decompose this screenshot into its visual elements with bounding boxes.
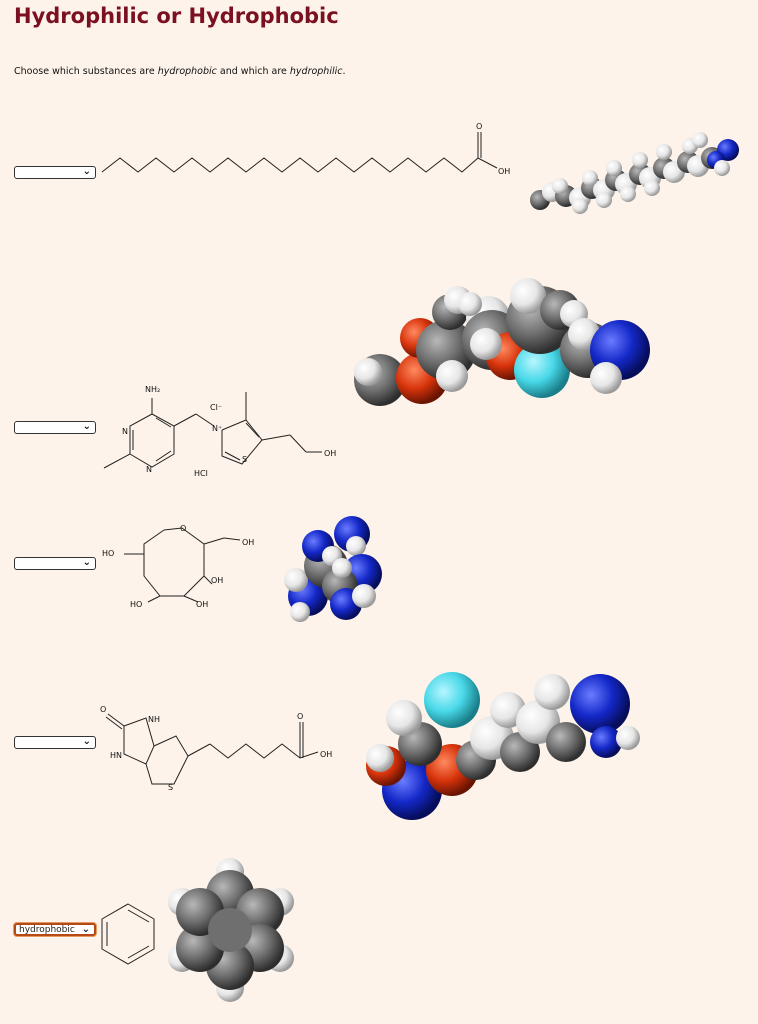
structure-biotin [105,713,319,785]
label-sulfur: S [242,455,247,464]
structure-benzene [101,903,155,965]
label-oxygen: O [100,705,106,714]
page-title: Hydrophilic or Hydrophobic [14,4,339,28]
label-oxygen: O [297,712,303,721]
term-hydrophobic: hydrophobic [157,66,217,77]
label-hydroxyl: OH [242,538,254,547]
label-hcl: HCl [194,469,208,478]
label-nitrogen: N [122,427,128,436]
label-oxygen: O [476,122,482,131]
answer-select-5[interactable]: hydrophobic⌄ [14,923,96,936]
label-chloride: Cl⁻ [210,403,222,412]
structure-sugar [124,527,241,603]
space-fill-model-2 [354,278,650,406]
label-hydroxyl: HO [102,549,114,558]
label-amide-nh: NH [148,715,160,724]
chevron-down-icon: ⌄ [82,421,91,432]
label-amine: NH₂ [145,385,160,394]
chevron-down-icon: ⌄ [82,557,91,568]
space-fill-model-3 [284,516,382,622]
label-hydroxyl: OH [211,576,223,585]
label-ring-oxygen: O [180,524,186,533]
label-hydroxyl: OH [320,750,332,759]
structure-thiamine [103,392,322,469]
term-hydrophilic: hydrophilic [289,66,343,77]
label-hydroxyl: OH [324,449,336,458]
structure-fatty-acid [101,132,498,173]
label-sulfur: S [168,783,173,792]
space-fill-model-benzene [168,858,294,1002]
label-nitrogen-cation: N⁺ [212,424,222,433]
instructions: Choose which substances are hydrophobic … [14,66,346,77]
space-fill-model-4 [366,672,640,820]
chevron-down-icon: ⌄ [81,924,90,935]
chevron-down-icon: ⌄ [82,736,91,747]
space-fill-model-1 [530,132,739,214]
answer-select-3[interactable]: ⌄ [14,557,96,570]
label-nitrogen: N [146,465,152,474]
label-hydroxyl: OH [196,600,208,609]
answer-select-1[interactable]: ⌄ [14,166,96,179]
label-hydroxyl: HO [130,600,142,609]
label-amide-hn: HN [110,751,122,760]
answer-select-2[interactable]: ⌄ [14,421,96,434]
label-hydroxyl: OH [498,167,510,176]
chevron-down-icon: ⌄ [82,166,91,177]
answer-select-4[interactable]: ⌄ [14,736,96,749]
